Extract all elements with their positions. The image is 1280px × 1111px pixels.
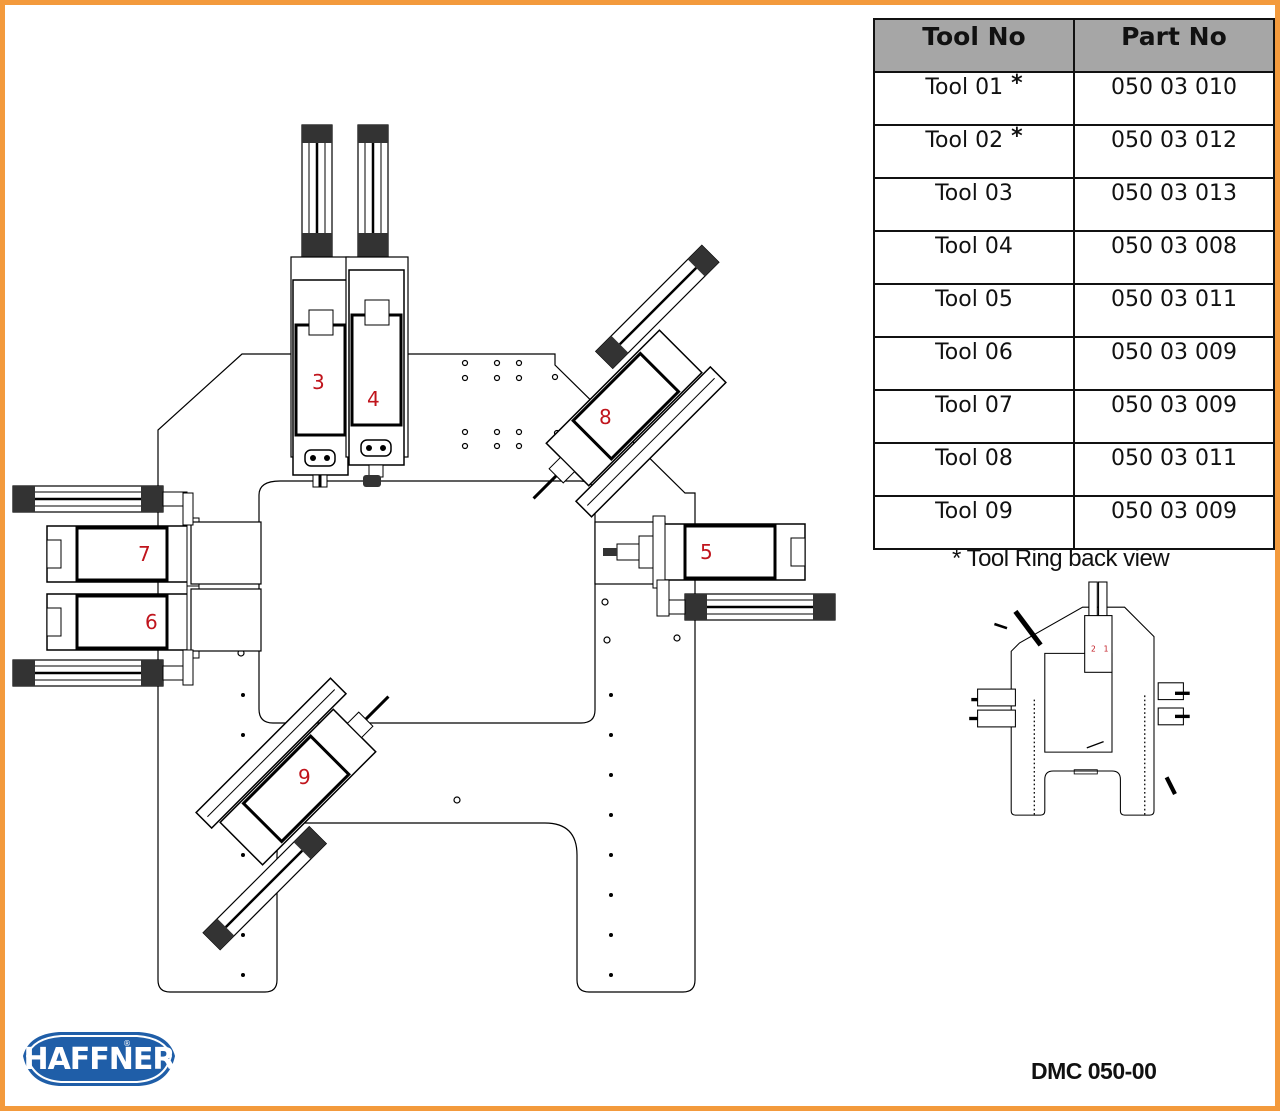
- tool-number-7: 7: [138, 542, 151, 566]
- part-cell: 050 03 009: [1072, 495, 1275, 550]
- tool-6-unit: [11, 584, 262, 688]
- tool-cell: Tool 01: [925, 75, 1004, 100]
- tool-3-unit: [290, 123, 350, 489]
- part-cell: 050 03 011: [1072, 283, 1275, 338]
- tool-7-unit: [11, 484, 262, 592]
- tool-cell: Tool 02: [925, 128, 1004, 153]
- table-row: Tool 02 * 050 03 012: [873, 124, 1275, 179]
- tool-cell: Tool 06: [873, 336, 1075, 391]
- tool-number-5: 5: [700, 540, 713, 564]
- back-view-marker: *: [1011, 124, 1023, 149]
- tool-cell: Tool 09: [873, 495, 1075, 550]
- tool-number-9: 9: [298, 765, 311, 789]
- back-view-tool-2: 2: [1091, 644, 1096, 653]
- table-row: Tool 01 * 050 03 010: [873, 71, 1275, 126]
- part-cell: 050 03 010: [1072, 71, 1275, 126]
- tool-number-8: 8: [599, 405, 612, 429]
- tool-number-4: 4: [367, 387, 380, 411]
- tool-cell: Tool 08: [873, 442, 1075, 497]
- part-cell: 050 03 012: [1072, 124, 1275, 179]
- haffner-logo: HAFFNER ®: [23, 1032, 176, 1086]
- inner-opening: [258, 480, 596, 724]
- header-tool-no: Tool No: [873, 18, 1075, 73]
- part-cell: 050 03 009: [1072, 336, 1275, 391]
- logo-text: HAFFNER: [23, 1042, 175, 1077]
- tool-cell: Tool 07: [873, 389, 1075, 444]
- back-view-marker: *: [1011, 71, 1023, 96]
- back-view-note: * Tool Ring back view: [952, 545, 1170, 572]
- tool-5-unit: [594, 514, 837, 622]
- part-cell: 050 03 011: [1072, 442, 1275, 497]
- header-part-no: Part No: [1072, 18, 1275, 73]
- tool-number-6: 6: [145, 610, 158, 634]
- tool-number-3: 3: [312, 370, 325, 394]
- tool-4-unit: [345, 123, 409, 487]
- part-cell: 050 03 013: [1072, 177, 1275, 232]
- part-cell: 050 03 008: [1072, 230, 1275, 285]
- back-view-tool-1: 1: [1104, 644, 1109, 653]
- back-view-thumbnail: 2 1: [969, 581, 1190, 818]
- tool-cell: Tool 03: [873, 177, 1075, 232]
- part-cell: 050 03 009: [1072, 389, 1275, 444]
- tool-cell: Tool 04: [873, 230, 1075, 285]
- tool-part-table: Tool No Part No Tool 01 * 050 03 010 Tool …: [873, 18, 1275, 550]
- model-code: DMC 050-00: [1031, 1058, 1157, 1084]
- tool-ring-diagram: 3 4 8 5 7 6 9: [11, 123, 1190, 993]
- tool-cell: Tool 05: [873, 283, 1075, 338]
- logo-registered-mark: ®: [123, 1039, 131, 1048]
